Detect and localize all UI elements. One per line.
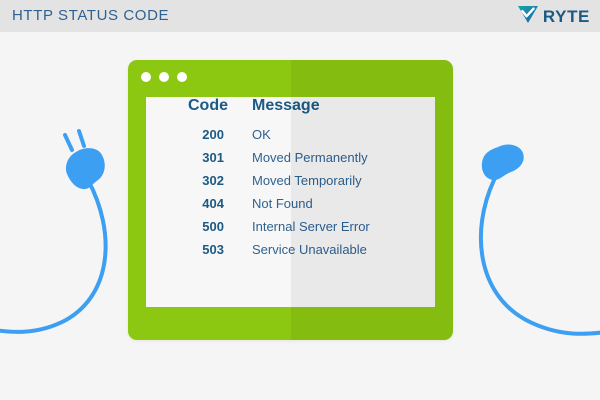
page-title: HTTP STATUS CODE: [12, 7, 170, 24]
table-row: 302 Moved Temporarily: [146, 173, 435, 196]
status-code: 503: [202, 242, 224, 257]
power-plug-icon: [63, 129, 105, 190]
column-header-message: Message: [252, 97, 320, 114]
table-row: 404 Not Found: [146, 196, 435, 219]
status-message: Internal Server Error: [252, 219, 370, 234]
status-code: 302: [202, 173, 224, 188]
left-cable: [0, 178, 108, 334]
status-code: 301: [202, 150, 224, 165]
browser-window: Code Message 200 OK 301 Moved Permanentl…: [128, 60, 453, 340]
brand-name: RYTE: [542, 6, 590, 26]
status-code: 500: [202, 219, 224, 234]
status-code-table: Code Message 200 OK 301 Moved Permanentl…: [146, 97, 435, 265]
status-message: Moved Permanently: [252, 150, 368, 165]
status-message: Not Found: [252, 196, 313, 211]
table-header-row: Code Message: [146, 97, 435, 127]
status-message: Moved Temporarily: [252, 173, 362, 188]
diamond-check-icon: [516, 3, 540, 30]
status-message: Service Unavailable: [252, 242, 367, 257]
illustration-stage: Code Message 200 OK 301 Moved Permanentl…: [0, 32, 600, 400]
table-row: 503 Service Unavailable: [146, 242, 435, 265]
status-message: OK: [252, 127, 271, 142]
traffic-light-maximize[interactable]: [177, 72, 187, 82]
top-header-bar: HTTP STATUS CODE RYTE: [0, 0, 600, 32]
cable-layer: [0, 129, 600, 336]
power-socket-icon: [481, 144, 524, 181]
status-code: 200: [202, 127, 224, 142]
traffic-light-close[interactable]: [141, 72, 151, 82]
brand-logo: RYTE: [516, 4, 590, 28]
browser-content-area: Code Message 200 OK 301 Moved Permanentl…: [146, 97, 435, 307]
table-row: 500 Internal Server Error: [146, 219, 435, 242]
traffic-light-minimize[interactable]: [159, 72, 169, 82]
table-row: 200 OK: [146, 127, 435, 150]
table-row: 301 Moved Permanently: [146, 150, 435, 173]
browser-titlebar: [128, 60, 453, 93]
status-code: 404: [202, 196, 224, 211]
right-cable: [478, 178, 600, 336]
column-header-code: Code: [188, 97, 228, 114]
